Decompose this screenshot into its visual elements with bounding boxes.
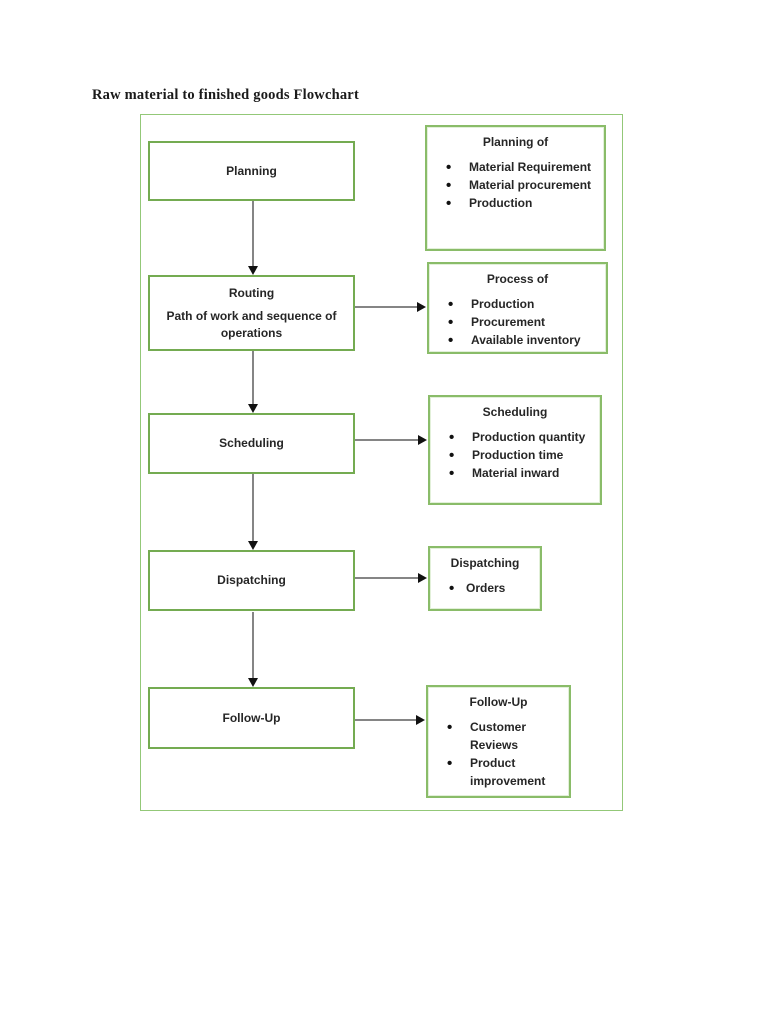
detail-box-scheduling: Scheduling Production quantity Productio… — [428, 395, 602, 505]
detail-header: Follow-Up — [469, 695, 528, 709]
arrow-down-icon — [248, 541, 258, 550]
detail-header: Scheduling — [482, 405, 548, 419]
stage-box-scheduling: Scheduling — [148, 413, 355, 474]
stage-box-follow-up: Follow-Up — [148, 687, 355, 749]
arrow-right-icon — [418, 573, 427, 583]
stage-box-planning: Planning — [148, 141, 355, 201]
arrow-right-icon — [417, 302, 426, 312]
arrow-right-icon — [418, 435, 427, 445]
detail-box-dispatching: Dispatching Orders — [428, 546, 542, 611]
detail-header: Planning of — [482, 135, 549, 149]
arrow-down-icon — [248, 678, 258, 687]
stage-sublabel: Path of work and sequence of operations — [166, 309, 337, 340]
detail-bullet: Production time — [436, 445, 594, 468]
detail-bullet: Customer Reviews — [434, 717, 563, 754]
arrow-down-icon — [248, 266, 258, 275]
detail-box-follow-up: Follow-Up Customer Reviews Product impro… — [426, 685, 571, 798]
stage-box-dispatching: Dispatching — [148, 550, 355, 611]
detail-header: Process of — [486, 272, 549, 286]
stage-label: Follow-Up — [222, 710, 281, 725]
detail-bullet: Production — [435, 294, 600, 317]
stage-label: Planning — [226, 163, 277, 178]
page-title: Raw material to finished goods Flowchart — [92, 87, 359, 103]
stage-label: Dispatching — [217, 573, 286, 588]
detail-bullet: Product improvement — [434, 753, 563, 790]
arrow-down-icon — [248, 404, 258, 413]
arrow-right-icon — [416, 715, 425, 725]
stage-box-routing: Routing Path of work and sequence of ope… — [148, 275, 355, 351]
detail-bullet: Procurement — [435, 312, 600, 335]
detail-header: Dispatching — [450, 556, 520, 570]
detail-bullet-list: Orders — [436, 578, 534, 601]
detail-bullet: Available inventory — [435, 330, 600, 353]
detail-bullet-list: Production quantity Production time Mate… — [436, 427, 594, 486]
detail-bullet: Production quantity — [436, 427, 594, 450]
detail-box-planning-of: Planning of Material Requirement Materia… — [425, 125, 606, 251]
detail-bullet: Material inward — [436, 463, 594, 486]
detail-bullet: Orders — [436, 578, 534, 601]
detail-bullet: Production — [433, 193, 598, 216]
detail-bullet: Material procurement — [433, 175, 598, 198]
detail-bullet-list: Customer Reviews Product improvement — [434, 717, 563, 790]
detail-bullet-list: Production Procurement Available invento… — [435, 294, 600, 353]
stage-label: Scheduling — [219, 436, 284, 451]
detail-box-process-of: Process of Production Procurement Availa… — [427, 262, 608, 354]
stage-label: Routing — [228, 286, 275, 301]
detail-bullet: Material Requirement — [433, 157, 598, 180]
detail-bullet-list: Material Requirement Material procuremen… — [433, 157, 598, 216]
